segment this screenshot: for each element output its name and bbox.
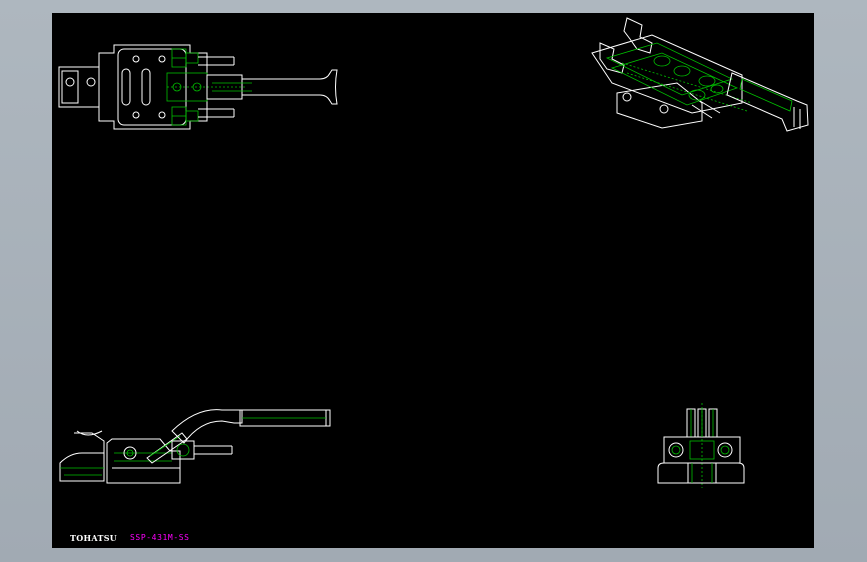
title-block: TOHATSU SSP-431M-SS [70, 533, 370, 547]
drawing-canvas [58, 17, 809, 488]
model-number-label: SSP-431M-SS [130, 533, 190, 542]
top-view[interactable] [58, 44, 338, 130]
side-view[interactable] [59, 409, 331, 484]
isometric-view[interactable] [591, 17, 809, 132]
front-view[interactable] [657, 403, 745, 488]
brand-label: TOHATSU [70, 533, 118, 543]
drawing-sheet[interactable]: TOHATSU SSP-431M-SS [52, 13, 814, 548]
